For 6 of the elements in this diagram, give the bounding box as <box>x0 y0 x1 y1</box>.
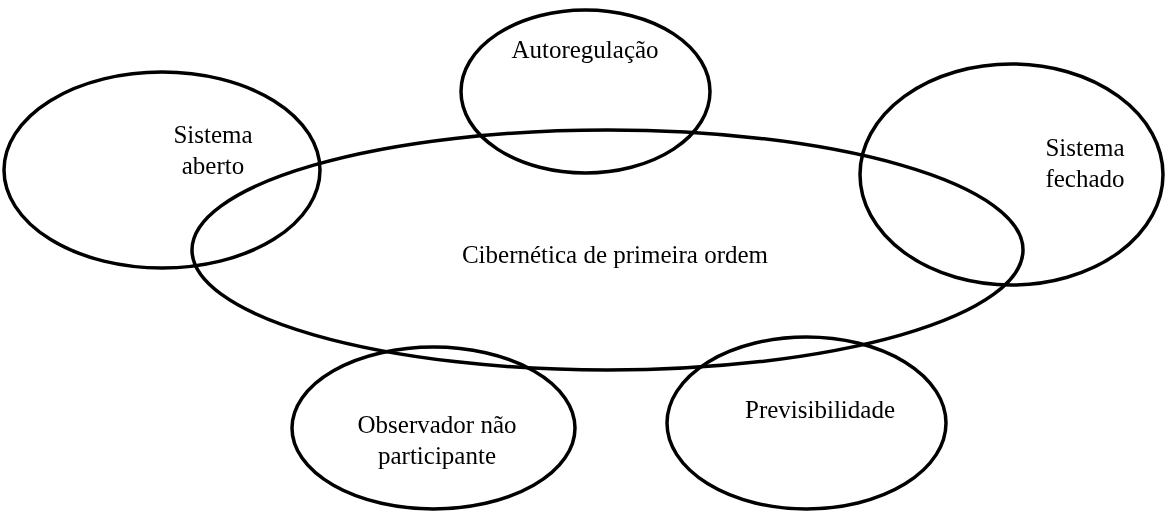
concept-label: Observador não participante <box>356 409 518 471</box>
concept-label: Sistema aberto <box>172 119 254 181</box>
concept-label: Sistema fechado <box>1044 132 1126 194</box>
concept-label: Cibernética de primeira ordem <box>461 240 769 271</box>
concept-label: Autoregulação <box>511 35 659 66</box>
concept-label: Previsibilidade <box>745 395 895 426</box>
